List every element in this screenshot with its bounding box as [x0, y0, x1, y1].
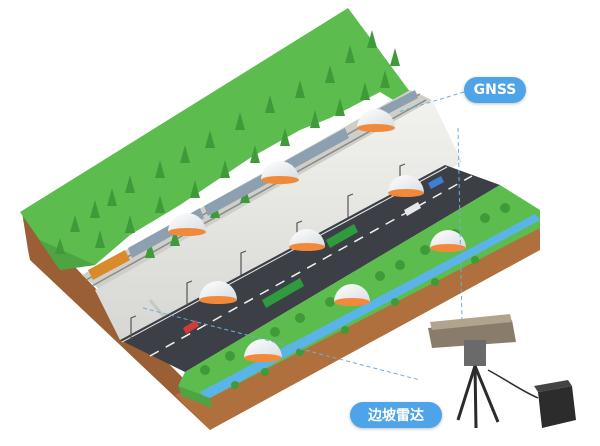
slope-radar-label: 边坡雷达 [350, 402, 442, 428]
gnss-dome-icon [430, 230, 466, 252]
gnss-dome-icon [261, 161, 299, 184]
gnss-dome-icon [168, 213, 206, 236]
gnss-dome-icon [289, 229, 325, 251]
gnss-dome-icon [199, 281, 237, 304]
river [200, 214, 540, 400]
trees-hill [55, 30, 400, 258]
hill-grass [20, 8, 462, 270]
gnss-dome-icon [388, 175, 424, 197]
gnss-dome-icon [357, 109, 395, 132]
slope-radar-device-icon [428, 314, 516, 429]
gnss-dome-icon [244, 339, 282, 362]
leader-lines [142, 91, 465, 381]
slope-face [95, 100, 462, 340]
gnss-label: GNSS [464, 77, 526, 103]
vehicles [183, 176, 444, 334]
hill-side [20, 212, 95, 270]
soil-face-front [175, 225, 540, 430]
gnss-dome-icon [334, 284, 370, 306]
control-box-icon [487, 369, 576, 428]
